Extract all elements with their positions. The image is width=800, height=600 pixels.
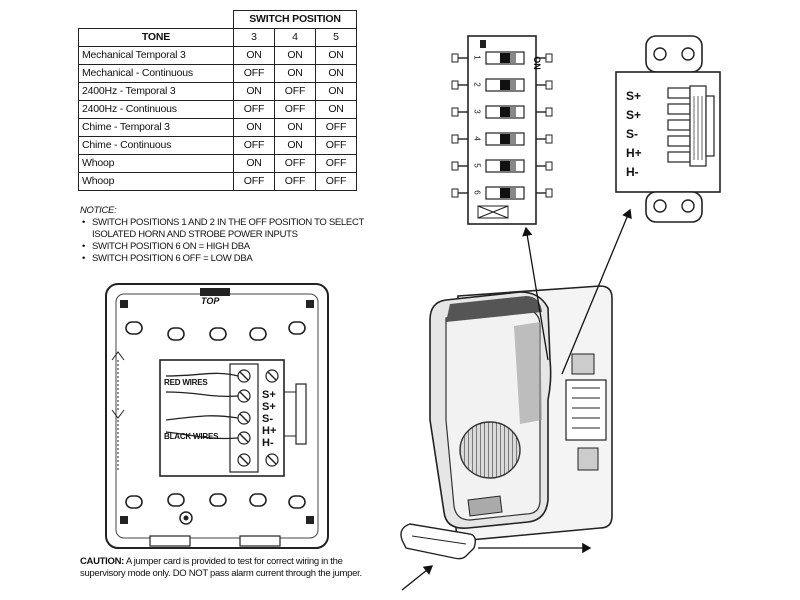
switch-value-cell: OFF bbox=[274, 82, 316, 101]
tone-name-cell: 2400Hz - Continuous bbox=[78, 100, 234, 119]
dip-switch-knob bbox=[500, 80, 510, 90]
dip-switch-number: 3 bbox=[472, 109, 482, 114]
terminal-block-label: S+ bbox=[626, 89, 642, 103]
notice-list: SWITCH POSITIONS 1 AND 2 IN THE OFF POSI… bbox=[80, 217, 380, 265]
notice-title: NOTICE: bbox=[80, 205, 117, 216]
dip-switch-number: 6 bbox=[472, 190, 482, 195]
switch-value-cell: OFF bbox=[315, 118, 357, 137]
caution-lead: CAUTION: bbox=[80, 556, 125, 567]
terminal-block-label: S- bbox=[626, 127, 638, 141]
caution-note: CAUTION: A jumper card is provided to te… bbox=[80, 556, 380, 580]
switch-value-cell: OFF bbox=[315, 136, 357, 155]
switch-value-cell: OFF bbox=[274, 172, 316, 191]
switch-value-cell: ON bbox=[274, 136, 316, 155]
terminal-label: S+ bbox=[262, 389, 276, 401]
terminal-label: H- bbox=[262, 437, 274, 449]
dip-switch-number: 2 bbox=[472, 82, 482, 87]
dip-switch-knob bbox=[500, 53, 510, 63]
switch-value-cell: ON bbox=[274, 46, 316, 65]
switch-value-cell: ON bbox=[315, 100, 357, 119]
dip-switch-knob bbox=[500, 134, 510, 144]
dip-on-label: ON bbox=[531, 56, 542, 70]
dip-switch-number: 1 bbox=[472, 55, 482, 60]
switch-value-cell: ON bbox=[315, 64, 357, 83]
notice-block: NOTICE: SWITCH POSITIONS 1 AND 2 IN THE … bbox=[80, 205, 380, 265]
red-wires-label: RED WIRES bbox=[164, 378, 208, 387]
terminal-label: S- bbox=[262, 413, 273, 425]
dip-switch-number: 4 bbox=[472, 136, 482, 141]
caution-text: A jumper card is provided to test for co… bbox=[80, 556, 362, 579]
tone-name-cell: Mechanical Temporal 3 bbox=[78, 46, 234, 65]
jumper-card bbox=[400, 523, 477, 560]
terminal-block-label: S+ bbox=[626, 108, 642, 122]
dip-switch-knob bbox=[500, 107, 510, 117]
terminal-label: S+ bbox=[262, 401, 276, 413]
switch-value-cell: ON bbox=[233, 118, 275, 137]
horn-strobe-device bbox=[429, 285, 613, 541]
terminal-block-label: H+ bbox=[626, 146, 642, 160]
back-plate bbox=[105, 283, 329, 549]
terminal-module bbox=[615, 35, 721, 223]
switch-value-cell: OFF bbox=[233, 172, 275, 191]
dip-switch-knob bbox=[500, 161, 510, 171]
terminal-label: H+ bbox=[262, 425, 277, 437]
dip-switch bbox=[451, 35, 553, 225]
dip-switch-number: 5 bbox=[472, 163, 482, 168]
tone-name-cell: Chime - Temporal 3 bbox=[78, 118, 234, 137]
notice-item: SWITCH POSITION 6 OFF = LOW DBA bbox=[80, 253, 380, 265]
tone-switch-table: SWITCH POSITION TONE 3 4 5 Mechanical Te… bbox=[78, 10, 357, 191]
callout-arrows bbox=[401, 208, 632, 591]
switch-value-cell: OFF bbox=[233, 136, 275, 155]
notice-item: SWITCH POSITIONS 1 AND 2 IN THE OFF POSI… bbox=[80, 217, 380, 241]
terminal-block-label: H- bbox=[626, 165, 639, 179]
tone-name-cell: Whoop bbox=[78, 172, 234, 191]
switch-value-cell: ON bbox=[233, 154, 275, 173]
table-header-row: SWITCH POSITION bbox=[78, 10, 357, 29]
notice-item: SWITCH POSITION 6 ON = HIGH DBA bbox=[80, 241, 380, 253]
black-wires-label: BLACK WIRES bbox=[164, 432, 219, 441]
switch-value-cell: OFF bbox=[315, 172, 357, 191]
dip-switch-knob bbox=[500, 188, 510, 198]
top-label: TOP bbox=[201, 296, 220, 306]
